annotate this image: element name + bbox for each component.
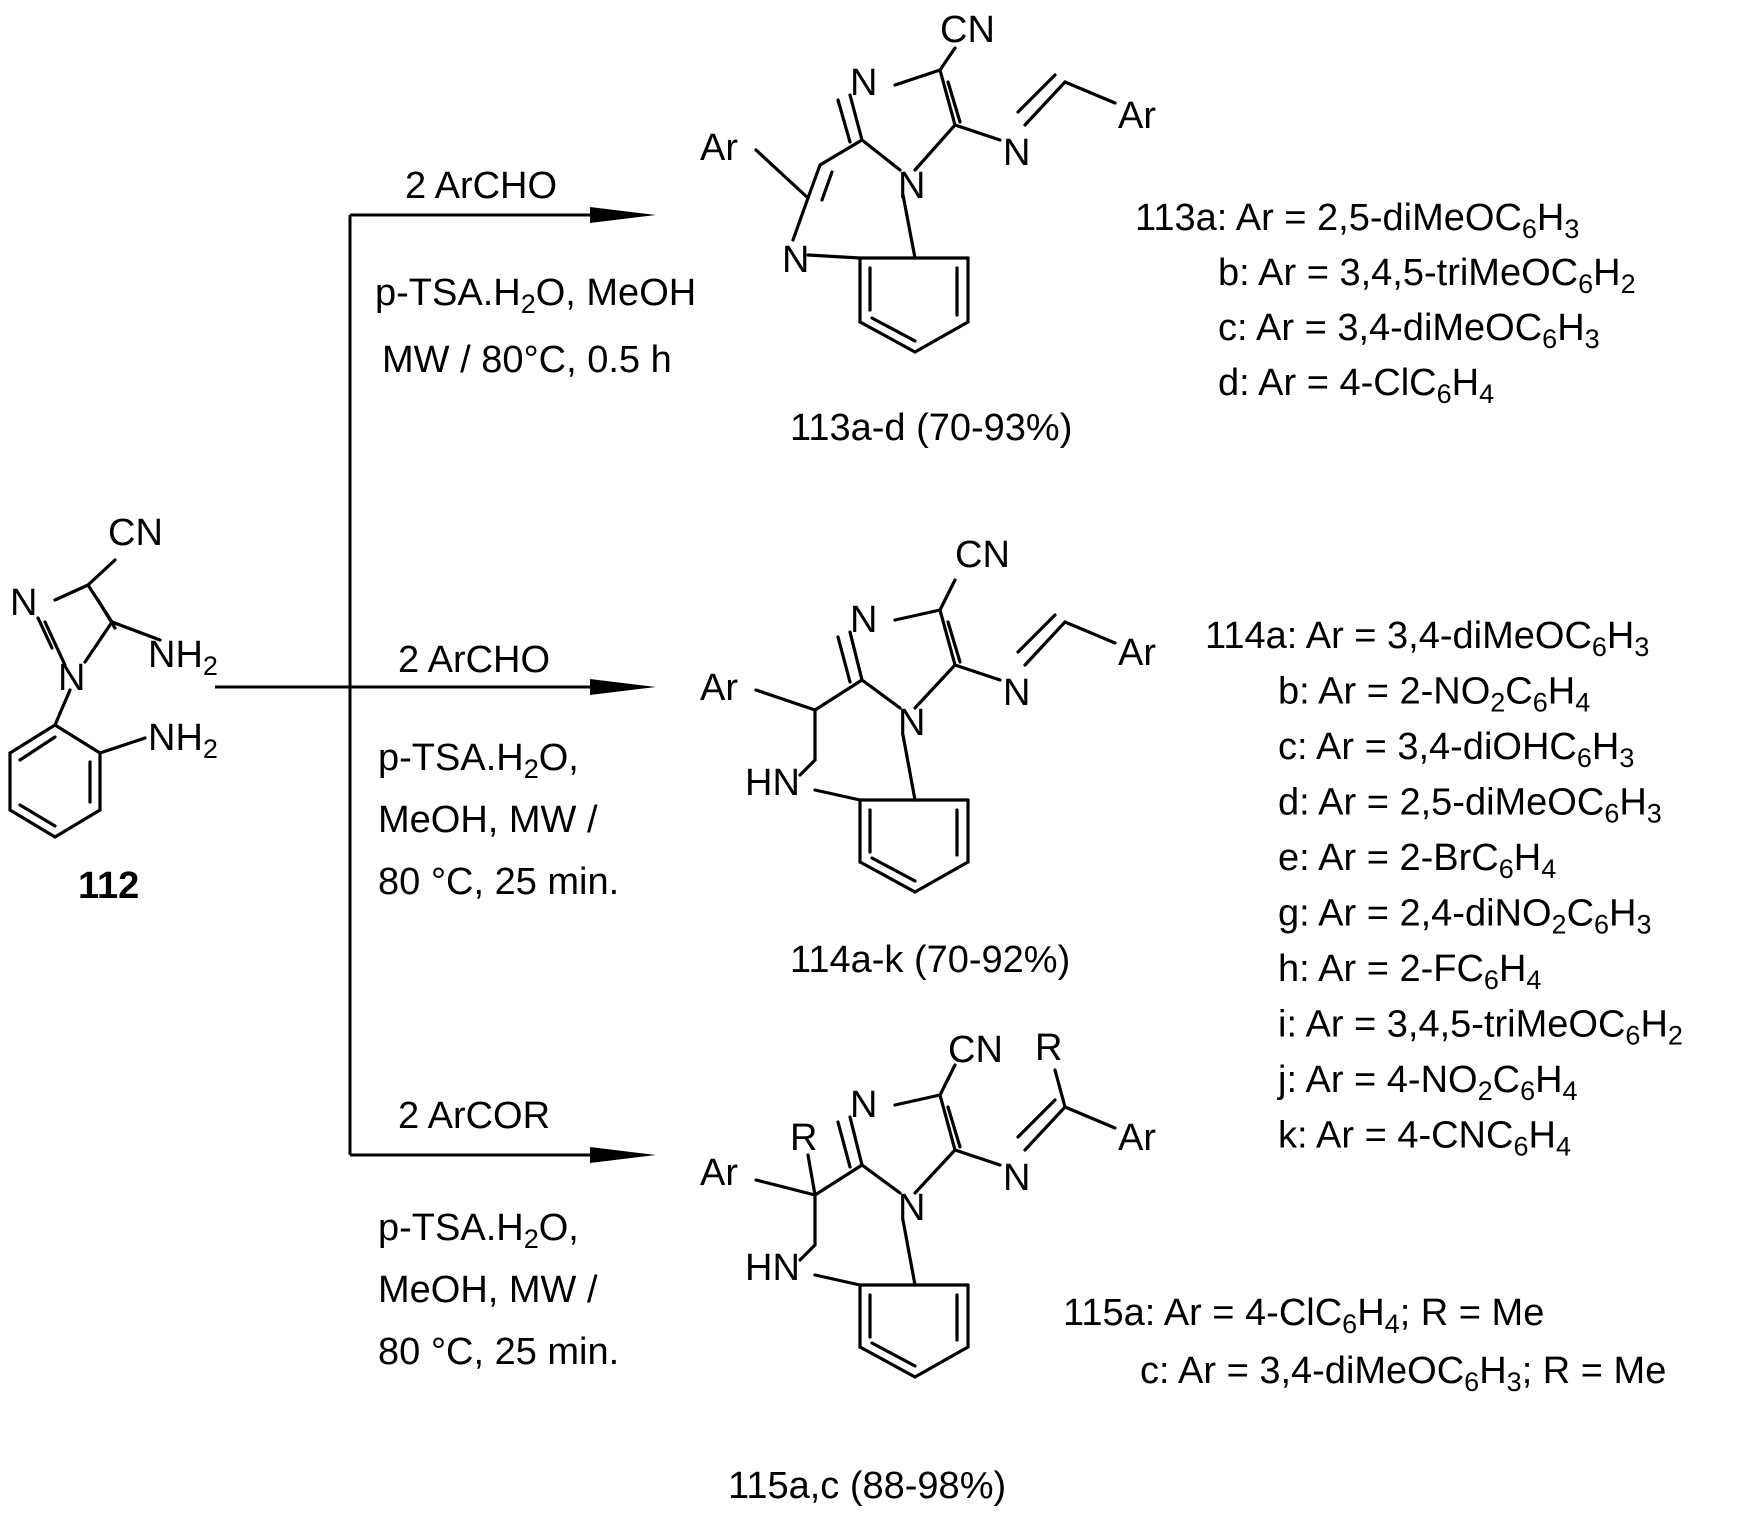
atom-label-hn: HN — [745, 1247, 800, 1289]
substituent-row: 114a: Ar = 3,4-diMeOC6H3 — [1205, 615, 1649, 662]
atom-label-ar: Ar — [700, 1152, 738, 1194]
compound-label-112: 112 — [78, 865, 139, 907]
substituent-row: c: Ar = 3,4-diMeOC6H3 — [1218, 307, 1600, 354]
atom-label-cn: CN — [955, 534, 1010, 576]
atom-label-n: N — [1003, 132, 1030, 174]
compound-114-structure — [754, 578, 1117, 894]
reagent-label: 2 ArCHO — [398, 639, 550, 681]
substituent-row: d: Ar = 4-ClC6H4 — [1218, 362, 1494, 409]
atom-label-ar: Ar — [1118, 95, 1156, 137]
compound-label-113: 113a-d (70-93%) — [790, 407, 1072, 449]
atom-label-n: N — [850, 1084, 877, 1126]
atom-label-n: N — [58, 657, 85, 699]
substituent-row: g: Ar = 2,4-diNO2C6H3 — [1278, 893, 1652, 940]
condition-text: p-TSA.H2O, MeOH — [375, 272, 696, 319]
substituent-row: e: Ar = 2-BrC6H4 — [1278, 837, 1556, 884]
substituent-row: b: Ar = 2-NO2C6H4 — [1278, 671, 1590, 718]
compound-115-structure — [754, 1063, 1117, 1379]
compound-113-structure — [754, 46, 1117, 354]
atom-label-n: N — [898, 165, 925, 207]
condition-text: p-TSA.H2O, — [378, 1207, 579, 1254]
atom-label-n: N — [782, 239, 809, 281]
atom-label-n: N — [850, 599, 877, 641]
substituent-row: 113a: Ar = 2,5-diMeOC6H3 — [1135, 197, 1579, 244]
reagent-label: 2 ArCHO — [405, 165, 557, 207]
condition-text: p-TSA.H2O, — [378, 737, 579, 784]
atom-label-ar: Ar — [1118, 1117, 1156, 1159]
atom-label-nh2: NH2 — [148, 717, 218, 764]
compound-label-114: 114a-k (70-92%) — [790, 939, 1070, 981]
condition-text: MeOH, MW / — [378, 799, 598, 841]
atom-label-ar: Ar — [700, 667, 738, 709]
condition-text: 80 °C, 25 min. — [378, 861, 619, 903]
condition-text: MW / 80°C, 0.5 h — [382, 339, 672, 381]
substituent-table-114: 114a: Ar = 3,4-diMeOC6H3 b: Ar = 2-NO2C6H… — [1205, 615, 1683, 1162]
reaction-arrows — [215, 207, 656, 1163]
atom-label-cn: CN — [948, 1029, 1003, 1071]
substituent-row: h: Ar = 2-FC6H4 — [1278, 948, 1541, 995]
compound-label-115: 115a,c (88-98%) — [728, 1465, 1006, 1507]
atom-label-n: N — [898, 702, 925, 744]
reagent-label: 2 ArCOR — [398, 1095, 550, 1137]
substituent-row: i: Ar = 3,4,5-triMeOC6H2 — [1278, 1004, 1683, 1051]
atom-label-r: R — [1035, 1027, 1062, 1069]
atom-label-ar: Ar — [1118, 632, 1156, 674]
substituent-row: b: Ar = 3,4,5-triMeOC6H2 — [1218, 252, 1636, 299]
atom-label-ar: Ar — [700, 127, 738, 169]
condition-text: 80 °C, 25 min. — [378, 1331, 619, 1373]
substituent-row: d: Ar = 2,5-diMeOC6H3 — [1278, 782, 1662, 829]
atom-label-n: N — [10, 582, 37, 624]
substituent-row: j: Ar = 4-NO2C6H4 — [1277, 1059, 1578, 1106]
atom-label-n: N — [898, 1187, 925, 1229]
atom-label-r: R — [790, 1117, 817, 1159]
condition-text: MeOH, MW / — [378, 1269, 598, 1311]
substituent-row: c: Ar = 3,4-diMeOC6H3; R = Me — [1140, 1350, 1666, 1397]
substituent-row: k: Ar = 4-CNC6H4 — [1278, 1115, 1571, 1162]
substituent-row: 115a: Ar = 4-ClC6H4; R = Me — [1063, 1292, 1544, 1339]
atom-label-n: N — [1003, 1157, 1030, 1199]
atom-label-hn: HN — [745, 762, 800, 804]
atom-label-n: N — [1003, 672, 1030, 714]
atom-label-nh2: NH2 — [148, 634, 218, 681]
atom-label-cn: CN — [108, 512, 163, 554]
substituent-row: c: Ar = 3,4-diOHC6H3 — [1278, 726, 1634, 773]
compound-112-structure — [8, 558, 162, 839]
atom-label-cn: CN — [940, 9, 995, 51]
atom-label-n: N — [850, 62, 877, 104]
